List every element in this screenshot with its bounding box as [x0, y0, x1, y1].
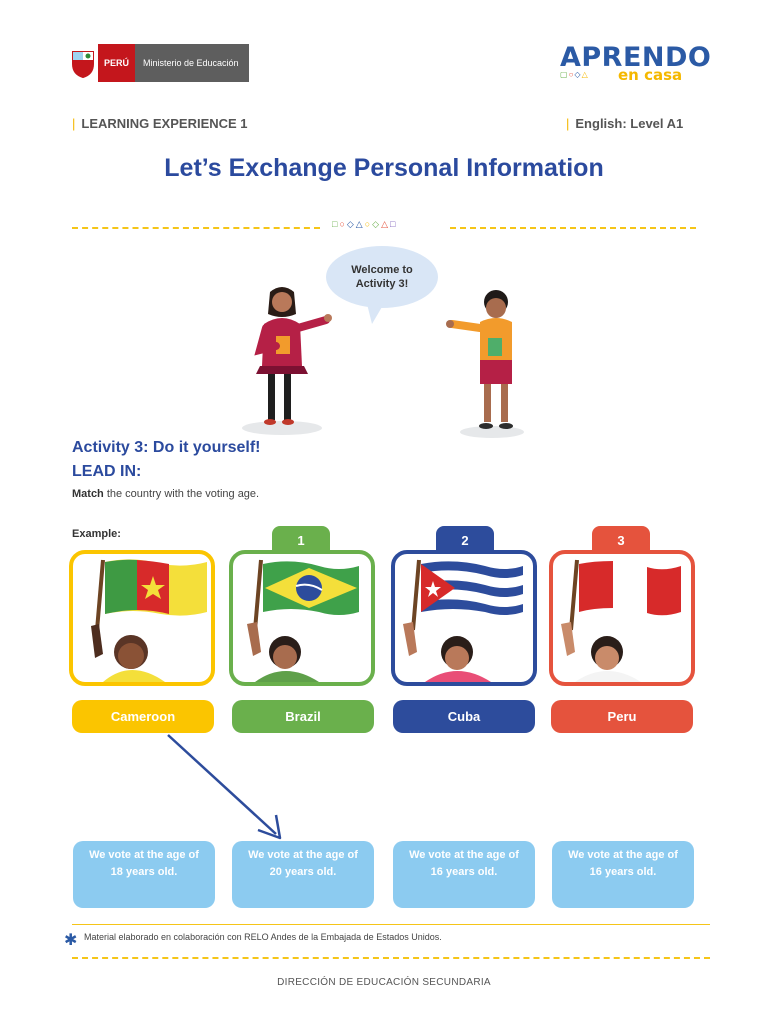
- footer-divider-top: [72, 924, 710, 925]
- footer-note: Material elaborado en colaboración con R…: [84, 932, 442, 942]
- country-button-cameroon[interactable]: Cameroon: [72, 700, 214, 733]
- brand-shapes-icon: ▢○◇△: [560, 70, 589, 79]
- brazil-flag-icon: [247, 559, 359, 682]
- peru-shield-icon: [68, 44, 98, 82]
- flag-card-cuba: [391, 550, 537, 686]
- activity-heading: Activity 3: Do it yourself! LEAD IN:: [72, 436, 260, 484]
- speech-bubble: Welcome to Activity 3!: [326, 246, 438, 308]
- flag-card-brazil: [229, 550, 375, 686]
- country-button-cuba[interactable]: Cuba: [393, 700, 535, 733]
- footer-divider-bottom: [72, 957, 710, 959]
- experience-text: LEARNING EXPERIENCE 1: [81, 116, 248, 131]
- brand-sub: en casa: [618, 66, 683, 84]
- flag-card-cameroon: [69, 550, 215, 686]
- bubble-line-2: Activity 3!: [355, 278, 409, 290]
- flag-card-peru: [549, 550, 695, 686]
- country-button-brazil[interactable]: Brazil: [232, 700, 374, 733]
- aprendo-en-casa-logo: APRENDO ▢○◇△ en casa: [560, 42, 711, 84]
- vote-box-1[interactable]: We vote at the age of 18 years old.: [73, 841, 215, 908]
- boy-illustration: [446, 290, 524, 438]
- girl-illustration: [242, 287, 332, 435]
- peru-label: PERÚ: [98, 44, 136, 82]
- asterisk-icon: ✱: [64, 932, 78, 949]
- experience-label: | LEARNING EXPERIENCE 1: [72, 116, 248, 131]
- cuba-flag-icon: [403, 559, 523, 682]
- cameroon-flag-icon: [91, 559, 207, 682]
- decorative-divider: □○◇△○◇△□: [72, 219, 696, 230]
- instruction-rest: the country with the voting age.: [103, 488, 260, 500]
- minedu-logo: PERÚ Ministerio de Educación: [68, 44, 250, 82]
- footer-department: DIRECCIÓN DE EDUCACIÓN SECUNDARIA: [277, 977, 491, 988]
- bubble-line-1: Welcome to: [351, 264, 413, 276]
- instruction-text: Match the country with the voting age.: [72, 488, 259, 500]
- level-text: English: Level A1: [575, 116, 684, 131]
- activity-subtitle: LEAD IN:: [72, 463, 142, 480]
- page-title: Let’s Exchange Personal Information: [164, 154, 604, 182]
- shapes-icon: □○◇△○◇△□: [332, 219, 398, 229]
- level-label: | English: Level A1: [566, 116, 683, 131]
- vote-box-4[interactable]: We vote at the age of 16 years old.: [552, 841, 694, 908]
- activity-title: Activity 3: Do it yourself!: [72, 439, 261, 456]
- example-label: Example:: [72, 528, 121, 540]
- peru-flag-icon: [561, 559, 681, 682]
- divider-bar-icon: |: [566, 116, 570, 131]
- country-button-peru[interactable]: Peru: [551, 700, 693, 733]
- instruction-bold: Match: [72, 488, 104, 500]
- vote-box-2[interactable]: We vote at the age of 20 years old.: [232, 841, 374, 908]
- brand-main: APRENDO: [560, 42, 712, 73]
- divider-bar-icon: |: [72, 116, 76, 131]
- vote-box-3[interactable]: We vote at the age of 16 years old.: [393, 841, 535, 908]
- ministry-label: Ministerio de Educación: [135, 44, 250, 82]
